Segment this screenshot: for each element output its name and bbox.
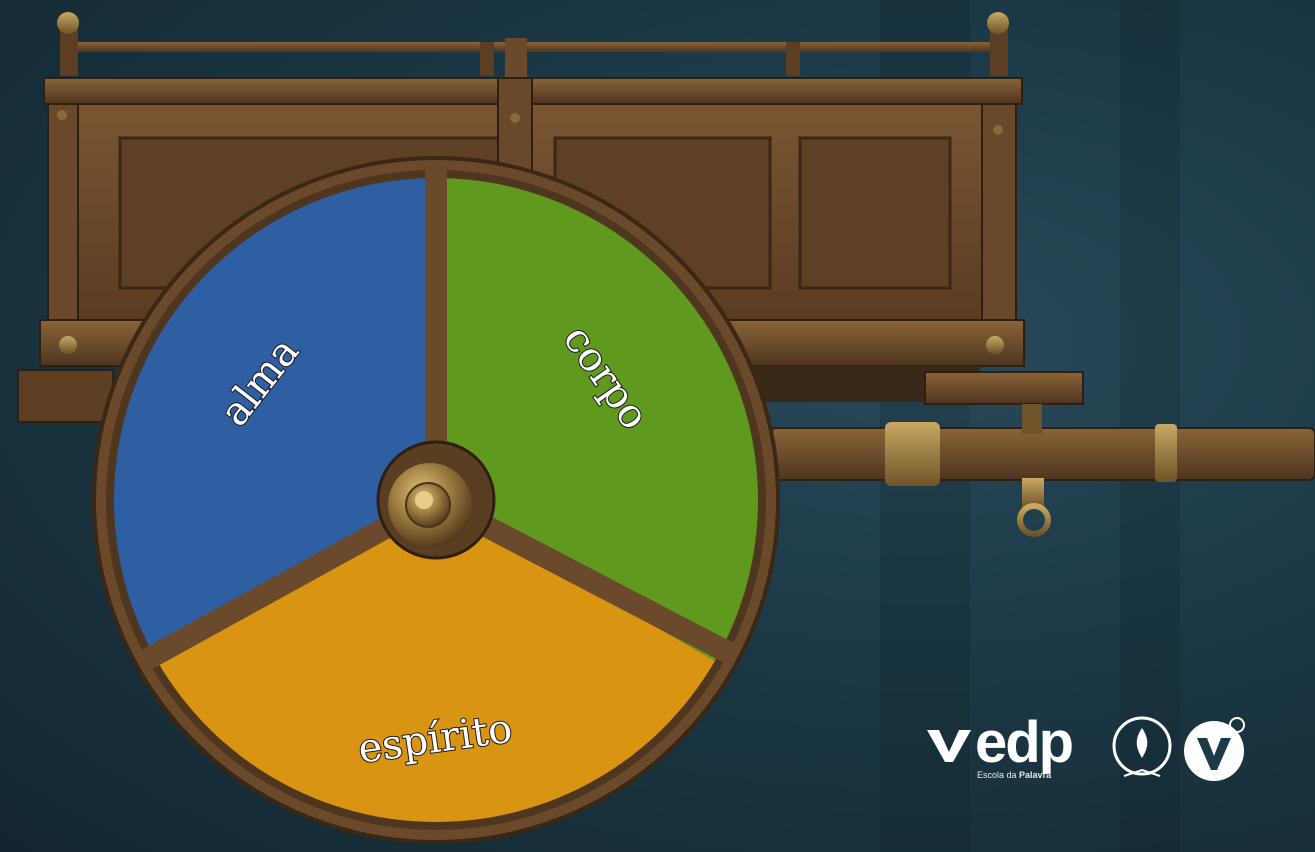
cart-shaft bbox=[770, 404, 1315, 534]
logo-brand: edp bbox=[975, 712, 1072, 774]
wheel: alma corpo espírito bbox=[94, 158, 778, 842]
open-book-v-icon bbox=[925, 726, 973, 766]
shield-book-emblem-icon bbox=[1183, 716, 1249, 782]
cart-top-rail bbox=[57, 12, 1009, 78]
flame-book-emblem-icon bbox=[1110, 714, 1174, 784]
edp-logo: edp Escola da Palavra bbox=[925, 712, 1255, 792]
logo-subtitle: Escola da Palavra bbox=[977, 770, 1051, 780]
